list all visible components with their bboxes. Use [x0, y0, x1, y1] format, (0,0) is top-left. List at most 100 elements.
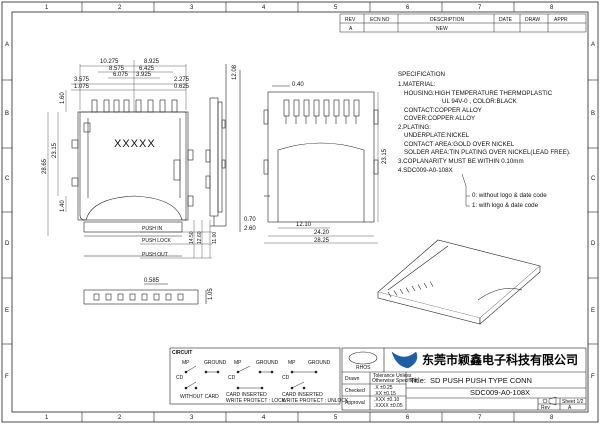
dim-10275: 10.275 — [100, 59, 119, 65]
iso-pin — [411, 285, 416, 292]
spec-line: HOUSING:HIGH TEMPERATURE THERMOPLASTIC — [404, 90, 553, 97]
solder-tail — [105, 293, 112, 301]
push-labels: PUSH IN PUSH LOCK PUSH OUT 14.50 12.60 1… — [142, 226, 218, 258]
description-value: NEW — [436, 26, 448, 32]
rev-value-block: A — [568, 405, 572, 411]
part-mark: XXXXX — [114, 138, 156, 150]
tol-xx: .XX ±0.15 — [374, 391, 396, 397]
specification-block: SPECIFICATION 1.MATERIAL: HOUSING:HIGH T… — [398, 71, 571, 174]
row-label: B — [591, 111, 595, 117]
col-label: 3 — [190, 5, 194, 11]
push-in-label: PUSH IN — [142, 226, 163, 232]
push-positions — [140, 220, 212, 259]
contact-pin — [303, 99, 310, 117]
circuit-contact — [194, 386, 198, 390]
part-number: SDC009-A0-108X — [470, 388, 530, 397]
row-label: F — [591, 374, 595, 380]
spec-line: UNDERPLATE:NICKEL — [404, 132, 470, 139]
row-checked: Checked — [345, 388, 365, 394]
spec-line: COVER:COPPER ALLOY — [404, 115, 475, 122]
row-labels-right: A B C D E F — [591, 42, 596, 380]
solder-tail — [129, 293, 136, 301]
company-logo: RHOS — [348, 351, 418, 371]
col-label: 6 — [406, 5, 410, 11]
circuit-contact — [270, 370, 274, 374]
ecn-header: ECN NO — [370, 17, 390, 23]
dim-2420: 24.20 — [314, 230, 330, 236]
company-name: 东莞市颖鑫电子科技有限公司 — [422, 352, 578, 367]
column-labels-bottom: 1 2 3 4 5 6 7 8 — [45, 415, 554, 421]
dim-070: 0.70 — [244, 217, 256, 223]
row-approval: Approval — [345, 400, 365, 406]
circuit-contact — [236, 370, 240, 374]
circuit-cd-2: CD — [228, 375, 236, 381]
dim-2315-top: 23.15 — [52, 142, 58, 158]
dim-105: 1.05 — [208, 288, 214, 300]
option-0: 0: without logo & date code — [472, 192, 547, 199]
circuit-contact — [204, 370, 208, 374]
front-view-dim-lines — [264, 92, 379, 244]
circuit-contacts — [184, 370, 318, 390]
circuit-caption-3a: CARD INSERTED — [282, 392, 323, 398]
circuit-contact — [290, 370, 294, 374]
rev-header: REV — [345, 17, 356, 23]
contact-pin — [333, 99, 340, 117]
circuit-mp-2: MP — [234, 360, 242, 366]
spec-title: SPECIFICATION — [398, 71, 445, 78]
contact-pin — [283, 99, 290, 117]
iso-pin — [387, 291, 392, 298]
dim-140: 1.40 — [60, 200, 66, 212]
col-label: 3 — [190, 415, 194, 421]
circuit-contact — [184, 370, 188, 374]
column-labels-top: 1 2 3 4 5 6 7 8 — [45, 5, 554, 11]
sheet-number: Sheet 1/2 — [562, 399, 584, 405]
circuit-contact — [184, 386, 188, 390]
row-label: A — [591, 42, 595, 48]
frame-ticks — [2, 2, 598, 422]
dim-8925: 8.925 — [144, 59, 160, 65]
circuit-cd-1: CD — [176, 375, 184, 381]
spec-line: SOLDER AREA:TIN PLATING OVER NICKEL(LEAD… — [404, 149, 571, 156]
circuit-caption-2a: CARD INSERTED — [226, 392, 267, 398]
circuit-caption-2b: WRITE PROTECT : LOCK — [226, 398, 286, 404]
circuit-contact — [302, 386, 306, 390]
dim-2825: 28.25 — [314, 238, 330, 244]
spec-line: 2.PLATING: — [398, 124, 431, 131]
circuit-caption-1: WITHOUT CARD — [180, 394, 219, 400]
col-label: 4 — [262, 415, 266, 421]
title-value: SD PUSH PUSH TYPE CONN — [430, 376, 532, 385]
row-drawn: Drawn — [345, 376, 360, 382]
front-view-dims: 0.40 12.10 24.20 28.25 23.15 — [292, 82, 388, 244]
contact-pin — [135, 99, 142, 113]
dim-1450: 14.50 — [189, 231, 195, 244]
circuit-ground-2: GROUND — [256, 360, 279, 366]
description-header: DESCRIPTION — [430, 17, 465, 23]
bottom-view-dims: 0.585 1.05 — [144, 278, 214, 300]
circuit-mp-3: MP — [288, 360, 296, 366]
dim-2315-front: 23.15 — [382, 148, 388, 164]
circuit-diagram — [185, 365, 316, 389]
solder-tail — [153, 293, 160, 301]
dim-1260: 12.60 — [197, 231, 203, 244]
circuit-text: CIRCUIT MP GROUND CD WITHOUT CARD MP GRO… — [172, 350, 349, 404]
isometric-view — [377, 239, 541, 325]
contact-pin — [171, 99, 178, 113]
spec-line: 4.SDC009-A0-108X — [398, 167, 453, 174]
col-label: 7 — [478, 415, 482, 421]
rev-value: A — [349, 26, 353, 32]
col-label: 7 — [478, 5, 482, 11]
title-label: Title: — [410, 376, 426, 385]
top-view-dim-lines — [47, 60, 187, 236]
col-label: 5 — [334, 5, 338, 11]
dim-1210: 12.10 — [296, 222, 312, 228]
push-out-label: PUSH OUT — [142, 252, 168, 258]
circuit-title: CIRCUIT — [172, 350, 192, 356]
dim-040: 0.40 — [292, 82, 304, 88]
logo-text: RHOS — [356, 365, 371, 371]
front-view — [263, 85, 379, 223]
circuit-contact — [236, 386, 240, 390]
spec-line: UL 94V-0 , COLOR:BLACK — [442, 98, 518, 105]
row-label: E — [591, 308, 595, 314]
spec-line: CONTACT:COPPER ALLOY — [404, 107, 482, 114]
dim-260: 2.60 — [244, 226, 256, 232]
